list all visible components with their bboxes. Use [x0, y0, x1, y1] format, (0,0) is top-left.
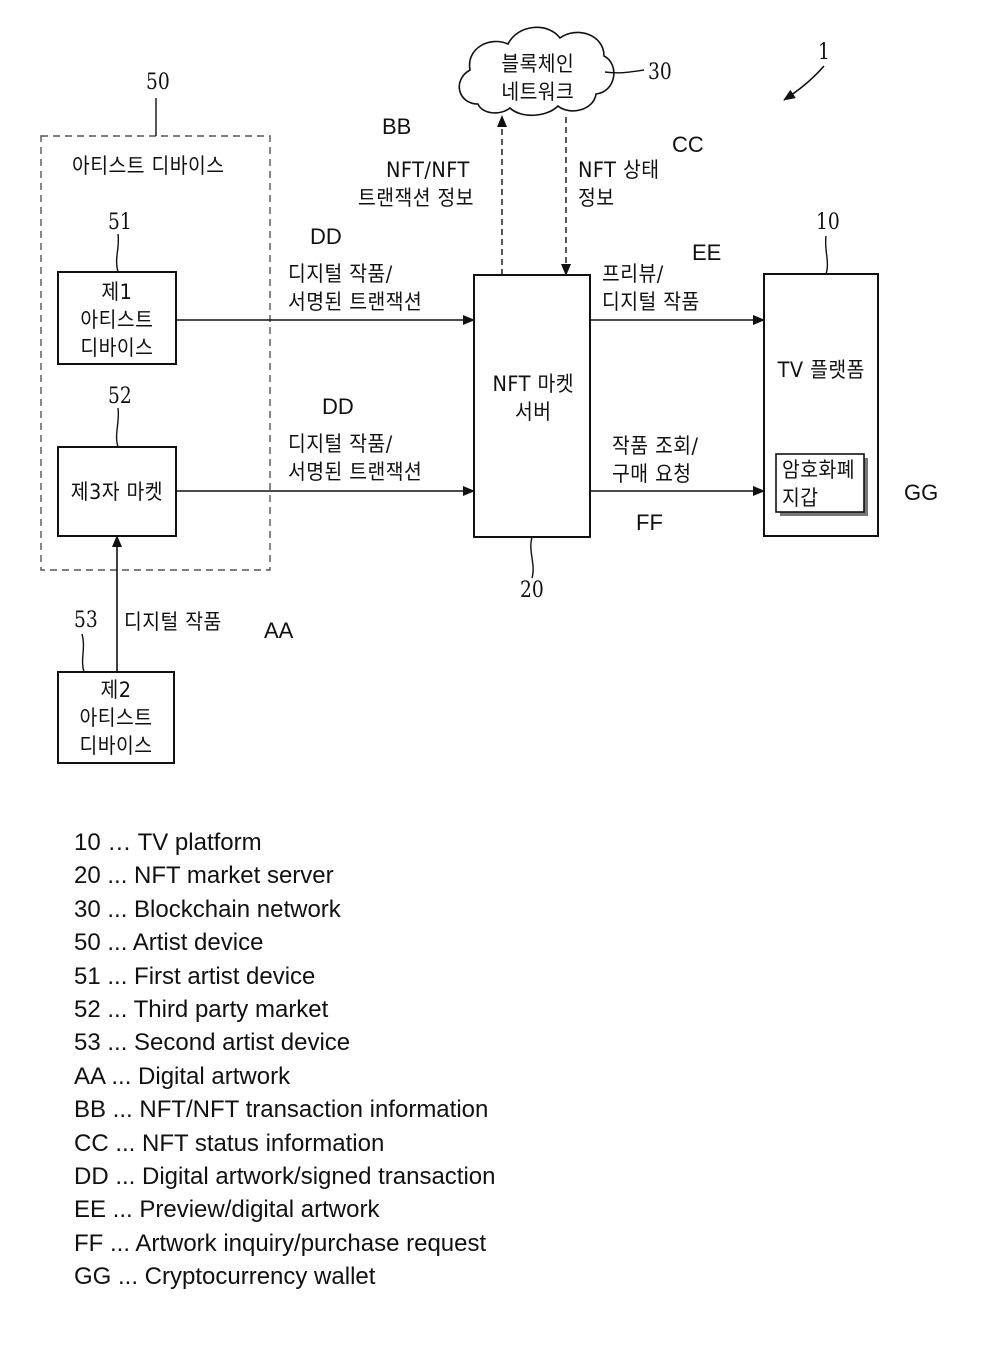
first-artist-number: 51 — [108, 210, 132, 235]
legend-item: AA ... Digital artwork — [74, 1062, 291, 1090]
blockchain-cloud — [458, 26, 615, 117]
third-party-market-box — [57, 446, 177, 537]
figure-number: 1 — [818, 40, 830, 65]
ff-line1: 작품 조회/ — [612, 434, 699, 458]
code-dd-top: DD — [310, 224, 342, 249]
first-artist-device-box — [57, 271, 177, 365]
third-party-label: 제3자 마켓 — [70, 480, 164, 504]
wallet-line1: 암호화폐 — [782, 458, 855, 482]
artist-group-number: 50 — [146, 70, 170, 95]
third-party-number: 52 — [108, 384, 132, 409]
code-ee: EE — [692, 240, 722, 265]
second-artist-line3: 디바이스 — [79, 734, 153, 758]
leader-53 — [81, 633, 85, 673]
second-artist-device-box — [57, 671, 175, 764]
code-bb: BB — [382, 114, 412, 139]
ee-line1: 프리뷰/ — [602, 262, 664, 286]
code-gg: GG — [904, 480, 939, 505]
cloud-line2: 네트워크 — [501, 80, 575, 104]
cc-line1: NFT 상태 — [578, 158, 660, 182]
tv-number: 10 — [816, 210, 840, 235]
legend-item: EE ... Preview/digital artwork — [74, 1196, 380, 1224]
leader-20 — [530, 536, 534, 579]
cloud-line1: 블록체인 — [501, 52, 575, 76]
dd-top-line2: 서명된 트랜잭션 — [288, 290, 423, 314]
legend-item: 50 ... Artist device — [74, 929, 264, 957]
dd-bottom-line1: 디지털 작품/ — [288, 432, 393, 456]
ee-line2: 디지털 작품 — [602, 290, 700, 314]
code-cc: CC — [672, 132, 704, 157]
legend-item: FF ... Artwork inquiry/purchase request — [74, 1229, 487, 1257]
server-line2: 서버 — [514, 400, 552, 424]
wallet-line2: 지갑 — [782, 486, 819, 510]
server-number: 20 — [520, 578, 544, 603]
legend-item: 53 ... Second artist device — [74, 1029, 351, 1057]
legend-item: 10 … TV platform — [74, 829, 262, 856]
ff-line2: 구매 요청 — [612, 462, 692, 486]
second-artist-line1: 제2 — [100, 678, 132, 702]
legend-item: GG ... Cryptocurrency wallet — [74, 1263, 376, 1291]
leader-52 — [115, 407, 120, 448]
code-ff: FF — [636, 510, 663, 535]
tv-label: TV 플랫폼 — [777, 358, 865, 382]
bb-line2: 트랜잭션 정보 — [358, 186, 475, 210]
legend-item: 20 ... NFT market server — [74, 862, 334, 890]
leader-51 — [115, 233, 120, 273]
nft-market-server-box — [473, 274, 591, 538]
bb-line1: NFT/NFT — [386, 158, 470, 182]
code-dd-bottom: DD — [322, 394, 354, 419]
second-artist-line2: 아티스트 — [79, 706, 153, 730]
figure-pointer — [783, 65, 825, 101]
aa-label: 디지털 작품 — [124, 610, 222, 634]
legend-item: 52 ... Third party market — [74, 996, 329, 1024]
legend-item: 51 ... First artist device — [74, 962, 316, 990]
dd-top-line1: 디지털 작품/ — [288, 262, 393, 286]
cc-line2: 정보 — [578, 186, 615, 210]
first-artist-line3: 디바이스 — [80, 336, 154, 360]
cloud-number: 30 — [648, 60, 672, 85]
leader-10 — [824, 235, 829, 275]
legend: 10 … TV platform 20 ... NFT market serve… — [74, 826, 496, 1294]
first-artist-line2: 아티스트 — [80, 308, 154, 332]
first-artist-line1: 제1 — [101, 280, 133, 304]
wallet-box — [775, 453, 865, 513]
code-aa: AA — [264, 618, 294, 643]
artist-group-title: 아티스트 디바이스 — [72, 154, 225, 178]
leader-30 — [604, 69, 645, 74]
legend-item: 30 ... Blockchain network — [74, 895, 341, 923]
second-artist-number: 53 — [74, 608, 98, 633]
legend-item: BB ... NFT/NFT transaction information — [74, 1096, 489, 1124]
legend-item: CC ... NFT status information — [74, 1129, 385, 1157]
legend-item: DD ... Digital artwork/signed transactio… — [74, 1163, 496, 1191]
dd-bottom-line2: 서명된 트랜잭션 — [288, 460, 423, 484]
server-line1: NFT 마켓 — [492, 372, 574, 396]
